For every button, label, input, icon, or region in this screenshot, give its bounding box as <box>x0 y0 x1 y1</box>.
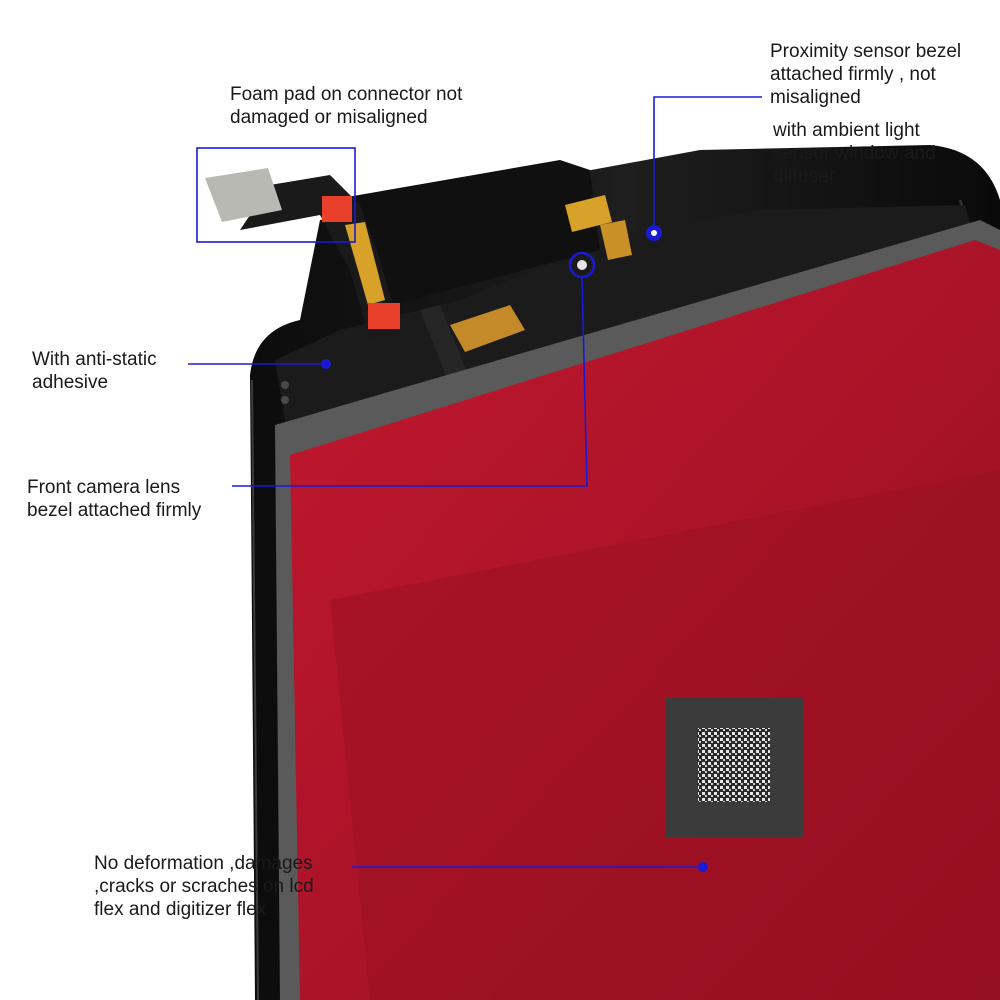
callout-front-camera: Front camera lens bezel attached firmly <box>27 476 201 522</box>
callout-line: misaligned <box>770 87 861 108</box>
data-matrix-code <box>698 728 770 802</box>
no-deformation-dot <box>698 862 708 872</box>
callout-line: adhesive <box>32 372 109 393</box>
callout-line: diffuser <box>773 166 835 187</box>
callout-no-deformation: No deformation ,damages ,cracks or scrac… <box>94 852 314 921</box>
callout-line: Proximity sensor bezel <box>770 41 962 62</box>
callout-foam-pad: Foam pad on connector not damaged or mis… <box>230 83 462 129</box>
callout-ambient-light: with ambient light sensor window and dif… <box>773 119 936 188</box>
callout-line: sensor window and <box>773 143 936 164</box>
callout-proximity-sensor: Proximity sensor bezel attached firmly ,… <box>770 40 961 109</box>
proximity-leader <box>653 96 762 225</box>
bottom-gold-flex <box>450 305 525 352</box>
mic-hole <box>281 381 289 389</box>
bracket-slot <box>420 305 470 385</box>
foam-pad <box>322 196 352 222</box>
callout-line: with ambient light <box>773 120 920 141</box>
callout-line: flex and digitizer flex <box>94 899 267 920</box>
foam-pad-highlight-box <box>196 147 356 243</box>
mic-hole <box>281 396 289 404</box>
callout-line: No deformation ,damages <box>94 853 313 874</box>
callout-line: Front camera lens <box>27 477 181 498</box>
callout-line: Foam pad on connector not <box>230 84 463 105</box>
callout-line: bezel attached firmly <box>27 500 202 521</box>
top-gold-flex <box>565 195 612 232</box>
proximity-sensor-center <box>651 230 657 236</box>
callout-line: With anti-static <box>32 349 157 370</box>
front-camera-leader <box>232 276 588 487</box>
frame-edge-highlight <box>251 379 259 1000</box>
front-camera-lens <box>577 260 587 270</box>
callout-line: attached firmly , not <box>770 64 936 85</box>
anti-static-dot <box>321 359 331 369</box>
earpiece-bracket <box>330 160 600 310</box>
orange-connector-pad <box>368 303 400 329</box>
leader-lines <box>188 96 762 868</box>
top-orange-flex <box>600 220 632 260</box>
flex-ribbon <box>240 175 400 340</box>
callout-line: damaged or misaligned <box>230 107 428 128</box>
callout-anti-static: With anti-static adhesive <box>32 348 157 394</box>
metal-shield-plate <box>205 168 282 222</box>
callout-line: ,cracks or scraches on lcd <box>94 876 314 897</box>
